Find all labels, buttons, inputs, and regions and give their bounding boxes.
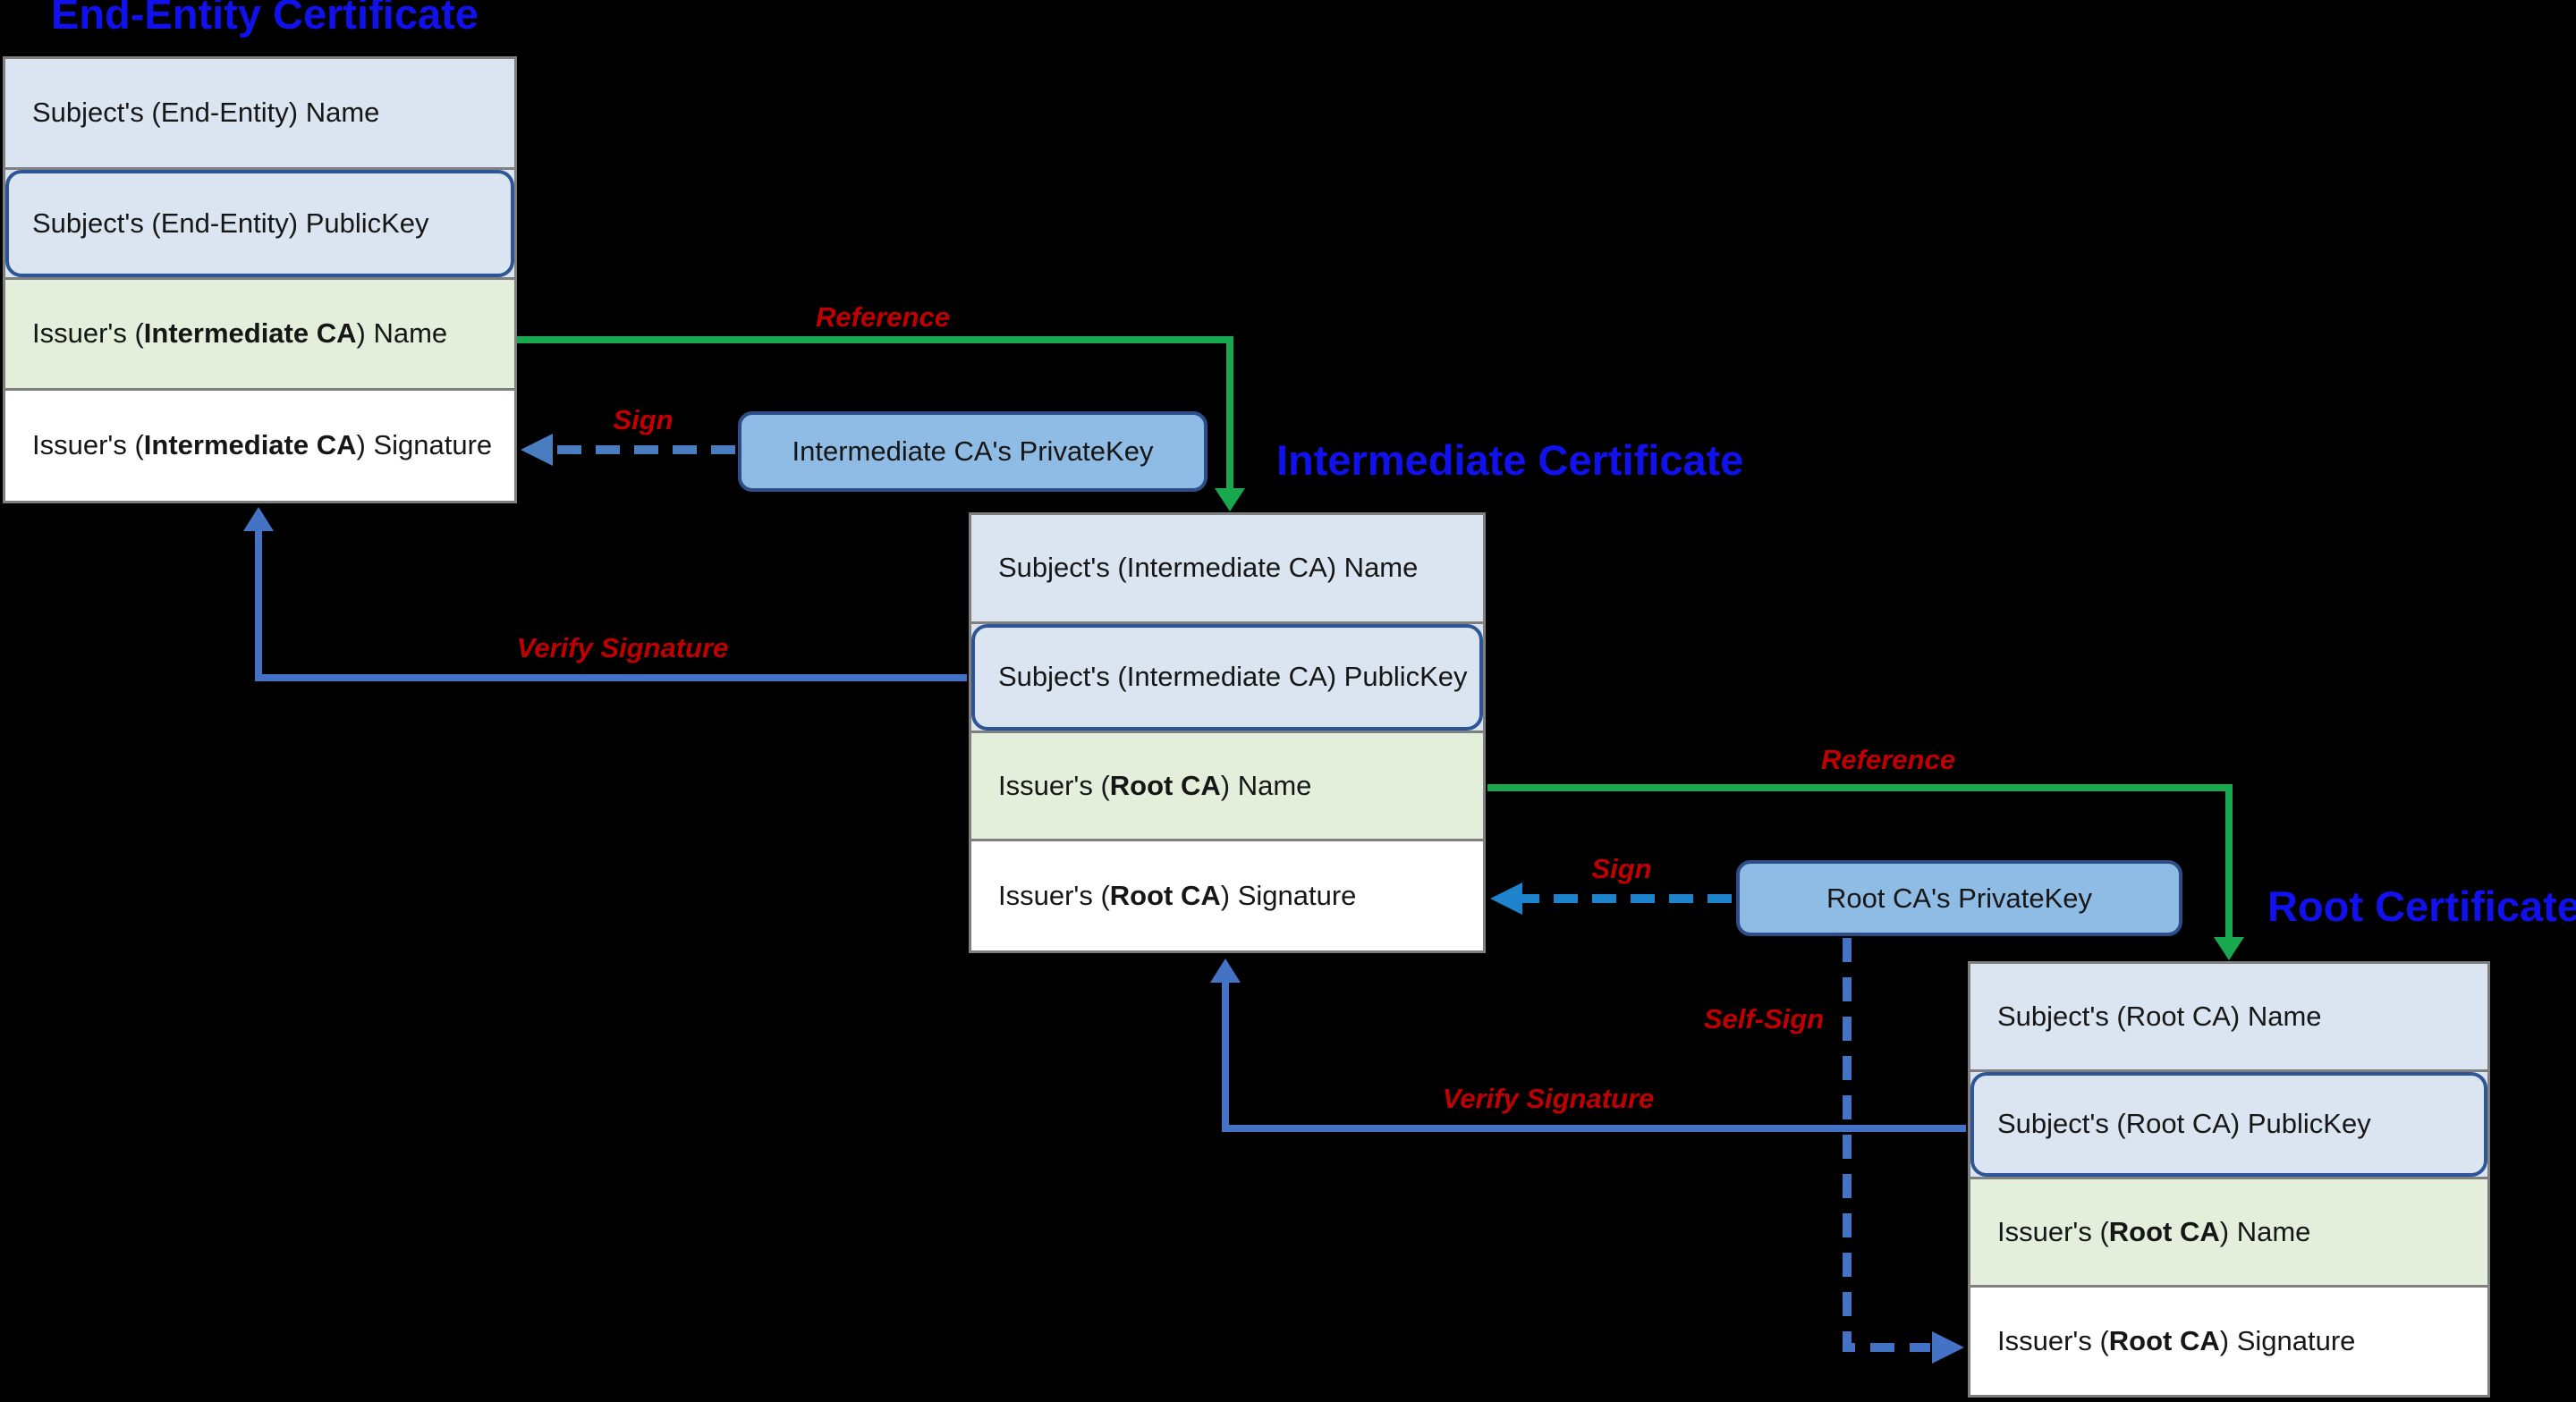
self-sign-arrow-head [1932,1331,1964,1364]
intermediate-issuer-name-row: Issuer's (Root CA) Name [971,732,1483,842]
reference-label-2: Reference [1821,744,1955,775]
verify-arrow-1-line [255,529,967,681]
intermediate-ca-privatekey-box: Intermediate CA's PrivateKey [738,411,1208,492]
row-text: Subject's (End-Entity) Name [32,97,380,129]
row-text: Issuer's ( [1997,1215,2109,1247]
intermediate-certificate-box: Subject's (Intermediate CA) Name Subject… [969,512,1486,953]
root-subject-publickey-row: Subject's (Root CA) PublicKey [1970,1071,2487,1179]
root-certificate-box: Subject's (Root CA) Name Subject's (Root… [1968,961,2490,1398]
row-text-post: ) Name [2219,1215,2311,1247]
end-entity-issuer-name-row: Issuer's (Intermediate CA) Name [5,280,514,391]
root-issuer-name-row: Issuer's (Root CA) Name [1970,1179,2487,1288]
root-certificate-title: Root Certificate [2267,883,2576,930]
row-text-post: ) Name [356,317,448,350]
sign-label-2: Sign [1591,853,1652,884]
reference-arrow-1-line [517,336,1233,490]
verify-signature-label-1: Verify Signature [516,632,729,663]
intermediate-issuer-signature-row: Issuer's (Root CA) Signature [971,841,1483,950]
reference-arrow-2-line [1487,784,2233,939]
row-text-bold: Root CA [1109,880,1221,912]
row-text-post: ) Name [1220,769,1312,801]
verify-arrow-2-line [1222,981,1966,1132]
reference-arrow-1-head [1215,488,1245,511]
row-text: Subject's (Intermediate CA) Name [998,552,1419,584]
intermediate-certificate-title: Intermediate Certificate [1276,436,1744,484]
row-text: Issuer's ( [32,429,144,461]
intermediate-subject-publickey-row: Subject's (Intermediate CA) PublicKey [971,623,1483,733]
row-text: Issuer's ( [998,880,1110,912]
end-entity-subject-publickey-row: Subject's (End-Entity) PublicKey [5,169,514,280]
sign-arrow-2-head [1490,883,1522,915]
root-ca-privatekey-box: Root CA's PrivateKey [1736,860,2182,936]
end-entity-issuer-signature-row: Issuer's (Intermediate CA) Signature [5,390,514,501]
row-text: Subject's (End-Entity) PublicKey [32,207,429,239]
row-text: Issuer's ( [998,769,1110,801]
row-text-bold: Intermediate CA [143,429,357,461]
reference-label-1: Reference [816,301,950,333]
end-entity-certificate-box: Subject's (End-Entity) Name Subject's (E… [3,56,517,503]
row-text-post: ) Signature [356,429,493,461]
verify-arrow-1-head [243,507,274,531]
row-text: Issuer's ( [1997,1324,2109,1356]
intermediate-subject-name-row: Subject's (Intermediate CA) Name [971,515,1483,624]
row-text: Subject's (Intermediate CA) PublicKey [998,661,1468,693]
row-text-post: ) Signature [1220,880,1357,912]
row-text: Subject's (Root CA) Name [1997,1000,2322,1032]
self-sign-arrow-line [1843,938,1930,1352]
sign-label-1: Sign [613,404,674,435]
row-text: Issuer's ( [32,317,144,350]
root-issuer-signature-row: Issuer's (Root CA) Signature [1970,1287,2487,1395]
reference-arrow-2-head [2214,937,2244,960]
root-subject-name-row: Subject's (Root CA) Name [1970,964,2487,1072]
verify-signature-label-2: Verify Signature [1442,1083,1655,1114]
row-text-bold: Root CA [2108,1324,2220,1356]
self-sign-label: Self-Sign [1703,1003,1825,1035]
end-entity-certificate-title: End-Entity Certificate [51,0,479,38]
row-text-bold: Intermediate CA [143,317,357,350]
row-text-post: ) Signature [2219,1324,2356,1356]
sign-arrow-1-head [521,434,553,466]
end-entity-subject-name-row: Subject's (End-Entity) Name [5,59,514,170]
verify-arrow-2-head [1210,959,1241,983]
row-text-bold: Root CA [1109,769,1221,801]
row-text-bold: Root CA [2108,1215,2220,1247]
row-text: Subject's (Root CA) PublicKey [1997,1108,2371,1140]
